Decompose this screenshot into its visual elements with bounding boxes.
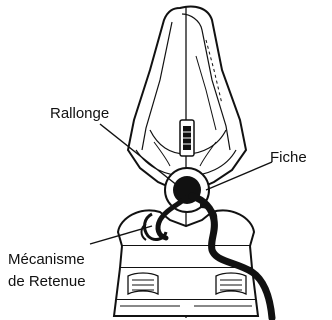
switch-slot <box>180 120 194 156</box>
tool-housing <box>128 7 246 191</box>
label-retention-mechanism-line2: de Retenue <box>8 272 86 291</box>
label-plug: Fiche <box>270 148 307 167</box>
label-extension-cord: Rallonge <box>50 104 109 123</box>
label-retention-mechanism-line1: Mécanisme <box>8 250 85 269</box>
